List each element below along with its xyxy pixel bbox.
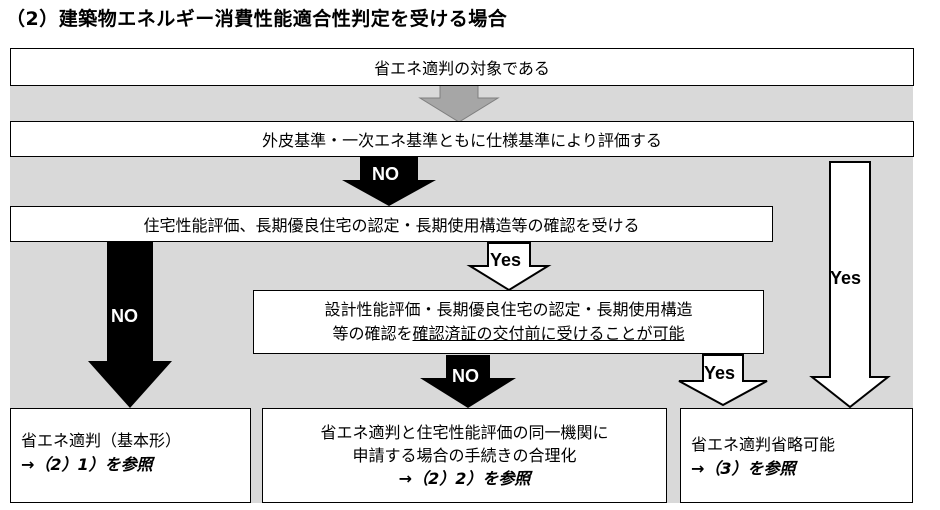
box-target-text: 省エネ適判の対象である <box>374 59 550 78</box>
box-omit-ref: →（3）を参照 <box>691 459 796 478</box>
box-design-line2a: 等の確認を <box>332 324 413 343</box>
no-down-arrow-1 <box>342 157 436 206</box>
yes-down-arrow-1 <box>466 242 552 292</box>
gray-down-arrow <box>418 84 500 123</box>
no-label-2: NO <box>111 306 138 326</box>
box-rationalization: 省エネ適判と住宅性能評価の同一機関に 申請する場合の手続きの合理化 →（2）2）… <box>262 408 667 503</box>
no-label-3: NO <box>452 366 479 386</box>
box-rational-ref: →（2）2）を参照 <box>398 469 531 488</box>
box-design-line1: 設計性能評価・長期優良住宅の認定・長期使用構造 <box>324 300 693 319</box>
box-design-line2: 等の確認を確認済証の交付前に受けることが可能 <box>332 322 684 346</box>
box-basic-ref: →（2）1）を参照 <box>21 455 153 474</box>
no-label-1: NO <box>372 164 399 184</box>
box-omit-line1: 省エネ適判省略可能 <box>691 435 836 454</box>
box-housing-text: 住宅性能評価、長期優良住宅の認定・長期使用構造等の確認を受ける <box>143 216 640 235</box>
box-housing-evaluation: 住宅性能評価、長期優良住宅の認定・長期使用構造等の確認を受ける <box>10 206 773 242</box>
box-target: 省エネ適判の対象である <box>10 48 914 86</box>
no-down-arrow-2 <box>88 242 172 408</box>
box-spec-standard: 外皮基準・一次エネ基準ともに仕様基準により評価する <box>10 121 914 157</box>
yes-label-2: Yes <box>704 363 736 383</box>
box-design-line2b: 確認済証の交付前に受けることが可能 <box>412 324 685 343</box>
yes-down-arrow-3 <box>809 161 891 409</box>
box-omit-possible: 省エネ適判省略可能 →（3）を参照 <box>680 408 913 503</box>
box-rational-line1: 省エネ適判と住宅性能評価の同一機関に <box>320 423 609 442</box>
box-basic-line1: 省エネ適判（基本形） <box>21 431 182 450</box>
no-down-arrow-3 <box>420 355 516 408</box>
box-basic-form: 省エネ適判（基本形） →（2）1）を参照 <box>10 408 251 503</box>
yes-label-3: Yes <box>830 268 862 288</box>
box-design-evaluation: 設計性能評価・長期優良住宅の認定・長期使用構造 等の確認を確認済証の交付前に受け… <box>253 290 764 354</box>
box-spec-text: 外皮基準・一次エネ基準ともに仕様基準により評価する <box>262 131 662 150</box>
diagram-title: （2）建築物エネルギー消費性能適合性判定を受ける場合 <box>6 8 508 30</box>
yes-down-arrow-2 <box>678 354 768 407</box>
box-rational-line2: 申請する場合の手続きの合理化 <box>352 446 577 465</box>
yes-label-1: Yes <box>490 250 522 270</box>
